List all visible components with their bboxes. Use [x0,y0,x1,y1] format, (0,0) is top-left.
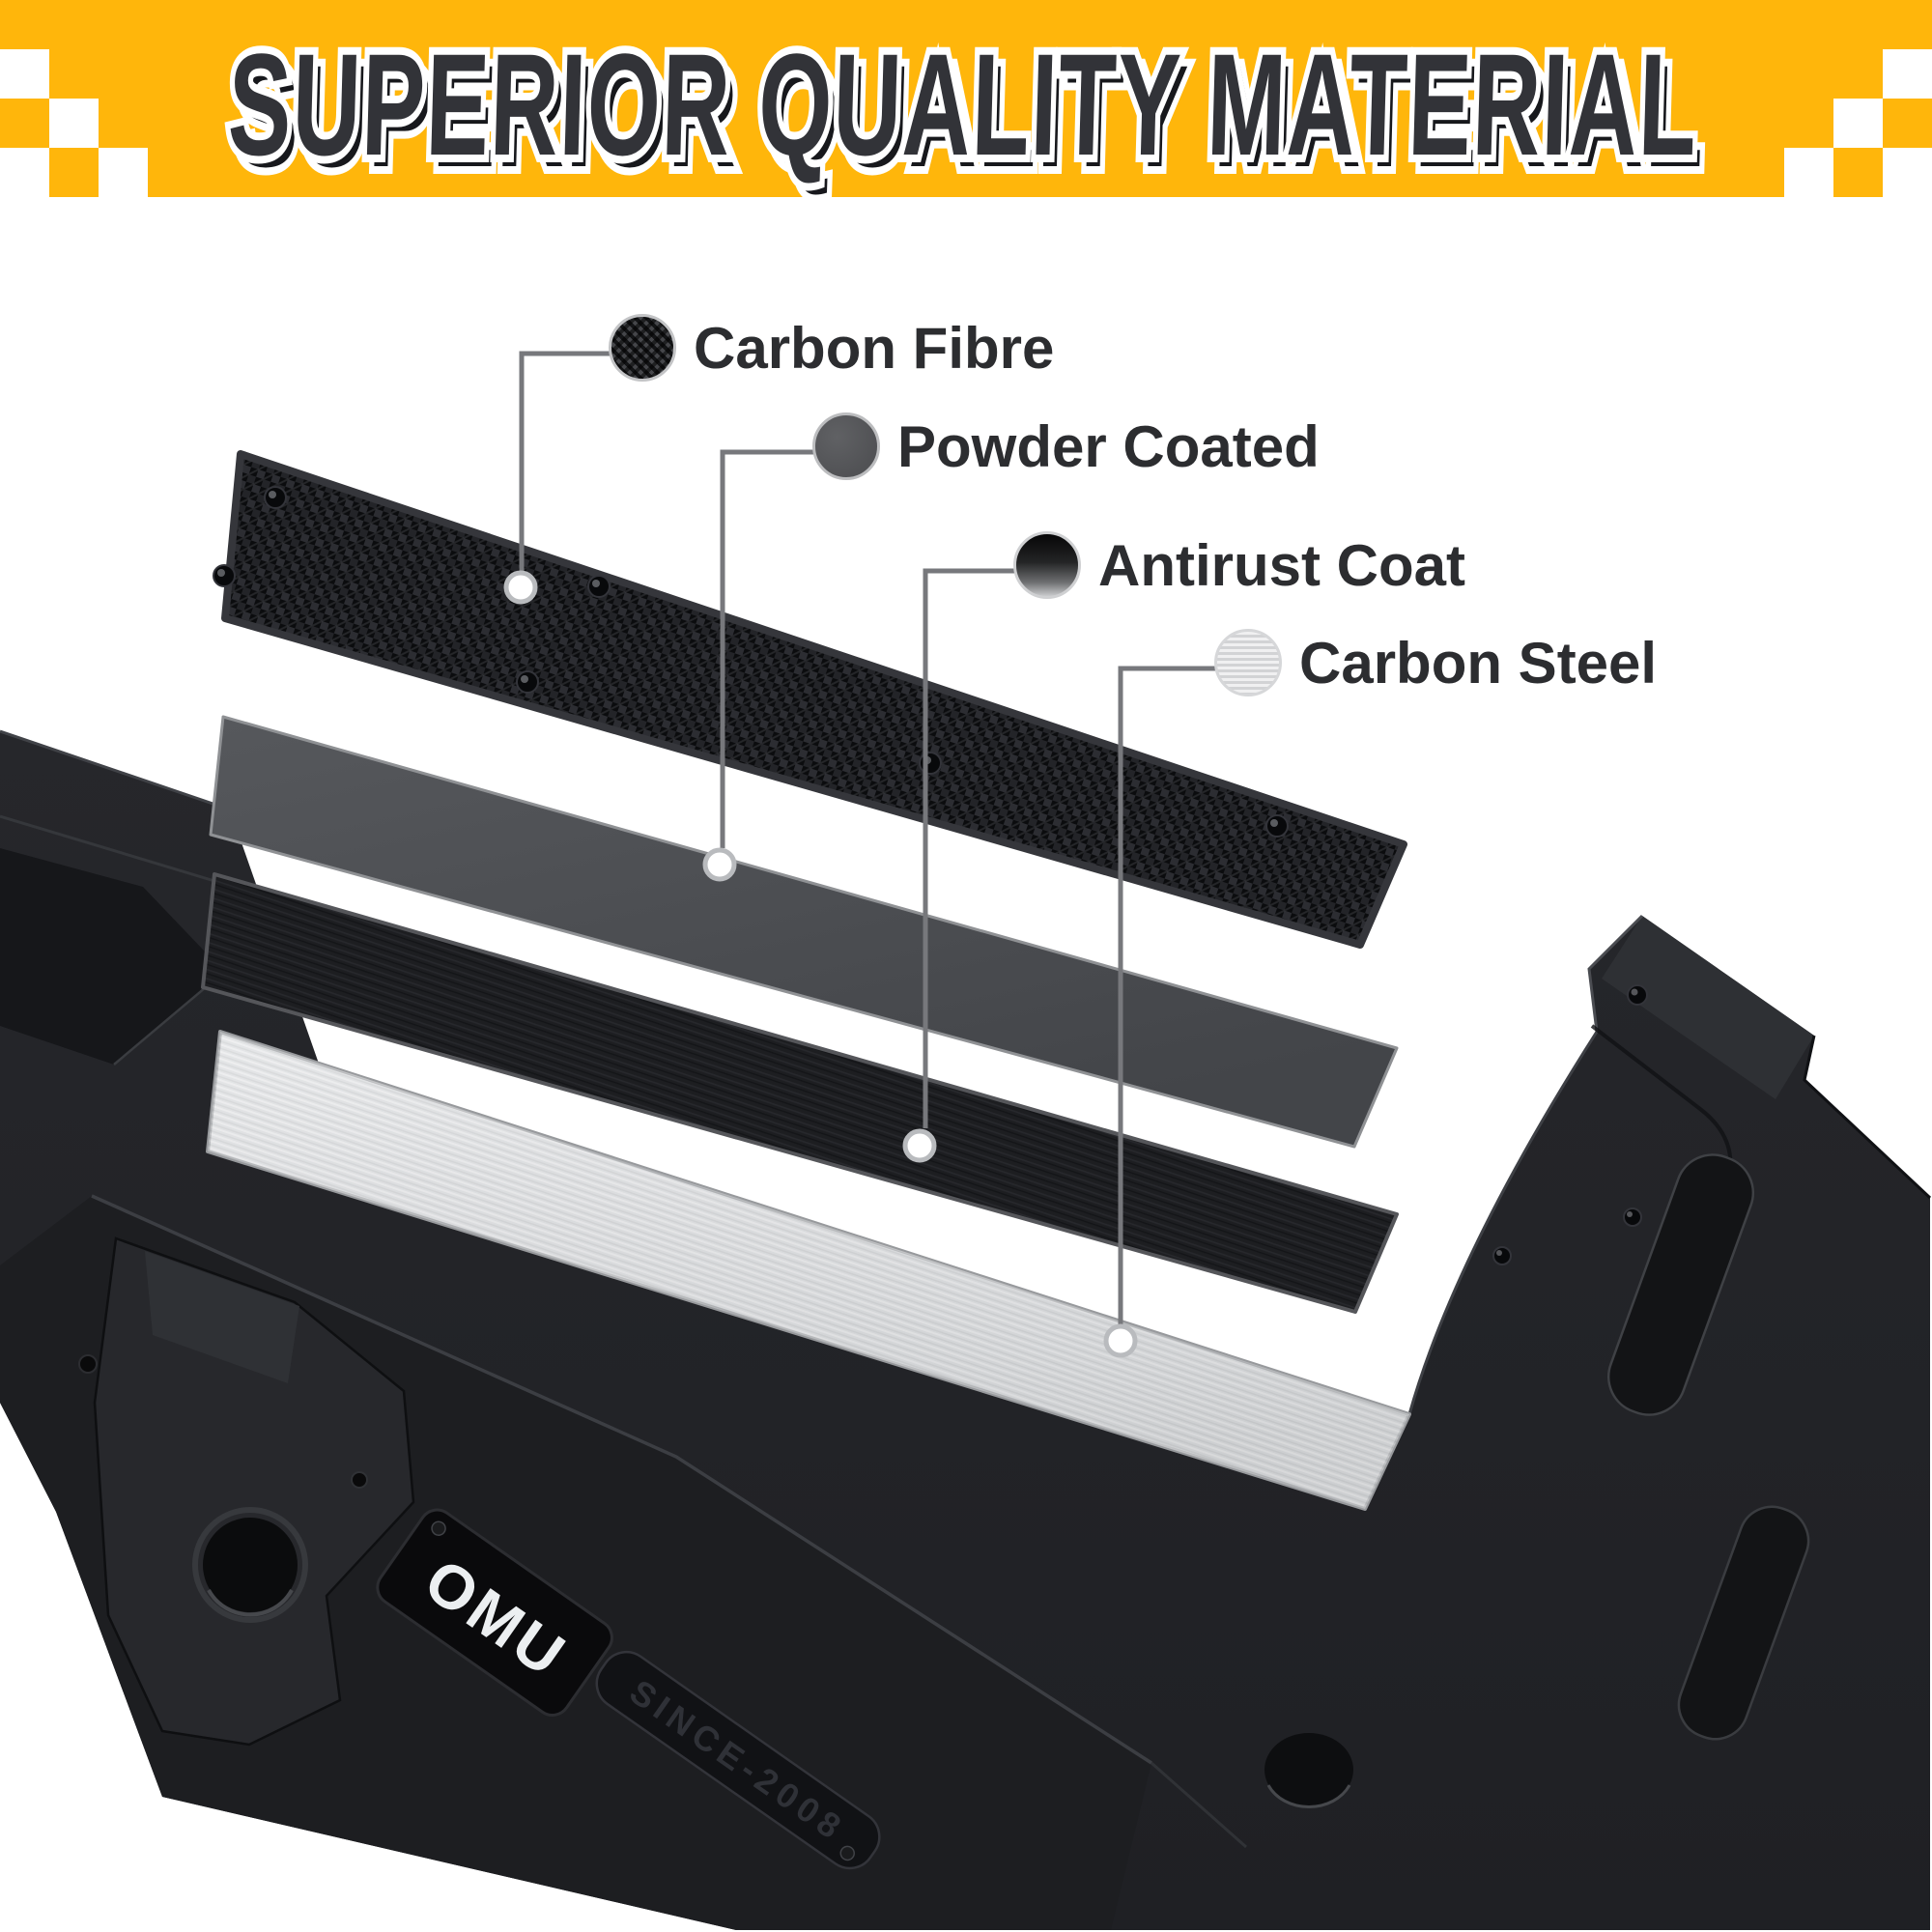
beam-top-highlight [0,729,231,811]
shackle-hole [203,1518,298,1612]
front-ridge-highlight [91,1194,1152,1765]
material-label: Powder Coated [897,413,1320,479]
material-label: Carbon Steel [1299,630,1658,696]
carbon-steel-plate [206,1030,1411,1511]
powder-coated-plate [209,715,1399,1149]
powder-coated-swatch-icon [812,412,880,480]
leader-antirust-coat [923,568,1015,1128]
side-hole [78,1354,98,1374]
endpoint-carbon-fibre [503,570,538,605]
page-title: SUPERIOR QUALITY MATERIAL [226,23,1700,185]
wing-screw [1623,1208,1642,1227]
front-face-seam [1151,1761,1247,1849]
plate-screw [213,564,236,587]
checker-square [0,148,49,197]
callout-leaders [519,351,1216,1324]
wing-screw [1627,984,1648,1006]
checker-square [99,148,148,197]
wing-slot-lower [1677,1505,1810,1741]
checker-square [1833,99,1883,148]
leader-carbon-steel [1118,666,1216,1324]
plate-screw [516,670,539,694]
checker-square [1883,148,1932,197]
material-row-carbon-steel: Carbon Steel [1214,628,1657,697]
endpoint-antirust-coat [902,1128,937,1163]
checker-square [1883,49,1932,99]
antirust-coat-swatch-icon [1013,531,1081,599]
badge-screw [431,1520,446,1536]
plate-screw [587,575,611,598]
material-row-carbon-fibre: Carbon Fibre [609,313,1054,383]
carbon-steel-swatch-icon [1214,629,1282,696]
checker-square [1784,148,1833,197]
material-label: Carbon Fibre [694,315,1055,381]
plate-screw [264,486,287,509]
title-banner: SUPERIOR QUALITY MATERIAL SUPERIOR QUALI… [0,0,1932,197]
callout-endpoints [503,570,1138,1358]
wing-left-edge-highlight [1587,914,1644,1033]
endpoint-carbon-steel [1103,1323,1138,1358]
shackle-bracket [93,1236,415,1747]
plate-screw [919,752,942,775]
wing-screw [1492,1246,1512,1265]
checker-square [49,99,99,148]
bracket-bolt [351,1471,368,1489]
leader-powder-coated [720,449,814,848]
bumper-hole [1264,1733,1353,1808]
beam-facet-line [0,814,225,886]
wing-right-edge [1803,1035,1932,1200]
wing-slot-upper [1606,1153,1755,1416]
material-label: Antirust Coat [1098,532,1465,598]
receiver-pocket [0,848,224,1065]
checker-square [0,49,49,99]
material-row-powder-coated: Powder Coated [812,412,1320,481]
endpoint-powder-coated [702,847,737,882]
material-row-antirust-coat: Antirust Coat [1013,530,1465,600]
leader-carbon-fibre [519,351,611,571]
antirust-coat-plate [201,872,1399,1314]
plaque-screw [839,1845,856,1861]
plate-screw [1265,814,1289,838]
banner-title-svg: SUPERIOR QUALITY MATERIAL SUPERIOR QUALI… [219,16,1714,197]
page-title-shadow: SUPERIOR QUALITY MATERIAL [234,35,1708,197]
saddle-edge-highlight [1407,1031,1599,1415]
wing-cap [1602,916,1814,1099]
shackle-ring [192,1507,308,1623]
carbon-fibre-swatch-icon [609,314,676,382]
